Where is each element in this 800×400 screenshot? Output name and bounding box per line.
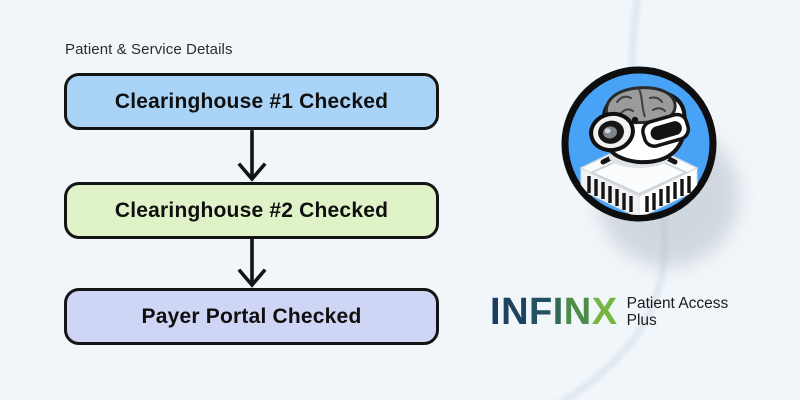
logo-letter: F bbox=[529, 291, 553, 333]
logo-letter: N bbox=[563, 291, 592, 333]
logo-letter: I bbox=[552, 291, 564, 333]
chip-pins-left bbox=[587, 176, 633, 212]
robot-illustration bbox=[579, 86, 699, 215]
badge-shadow bbox=[597, 125, 739, 267]
logo-letter: I bbox=[490, 291, 502, 333]
robot-head bbox=[589, 86, 691, 165]
flow-step-clearinghouse-1: Clearinghouse #1 Checked bbox=[64, 73, 439, 130]
logo-letter: N bbox=[501, 291, 530, 333]
flow-step-payer-portal: Payer Portal Checked bbox=[64, 288, 439, 345]
flow-step-clearinghouse-2: Clearinghouse #2 Checked bbox=[64, 182, 439, 239]
logo-letter: X bbox=[591, 291, 618, 333]
sensor-dot bbox=[631, 116, 639, 124]
arrow-head-1 bbox=[237, 162, 267, 182]
chip-base bbox=[579, 139, 699, 215]
head-shadow bbox=[609, 146, 669, 168]
ai-robot-chip-icon bbox=[561, 66, 739, 267]
robot-brain bbox=[604, 86, 677, 125]
camera-lens-eye bbox=[589, 111, 635, 153]
logo-product-name: Patient Access Plus bbox=[627, 294, 729, 329]
brand-logo: INFINX Patient Access Plus bbox=[490, 293, 728, 331]
badge-circle bbox=[561, 66, 717, 222]
curve-path bbox=[559, 0, 669, 400]
logo-wordmark: INFINX bbox=[490, 293, 618, 331]
logo-product-line2: Plus bbox=[626, 312, 657, 329]
flowchart-title: Patient & Service Details bbox=[65, 41, 233, 58]
arrow-head-2 bbox=[237, 268, 267, 288]
visor-band bbox=[641, 112, 691, 148]
logo-product-line1: Patient Access bbox=[626, 295, 729, 313]
chip-pins-right bbox=[645, 176, 691, 212]
